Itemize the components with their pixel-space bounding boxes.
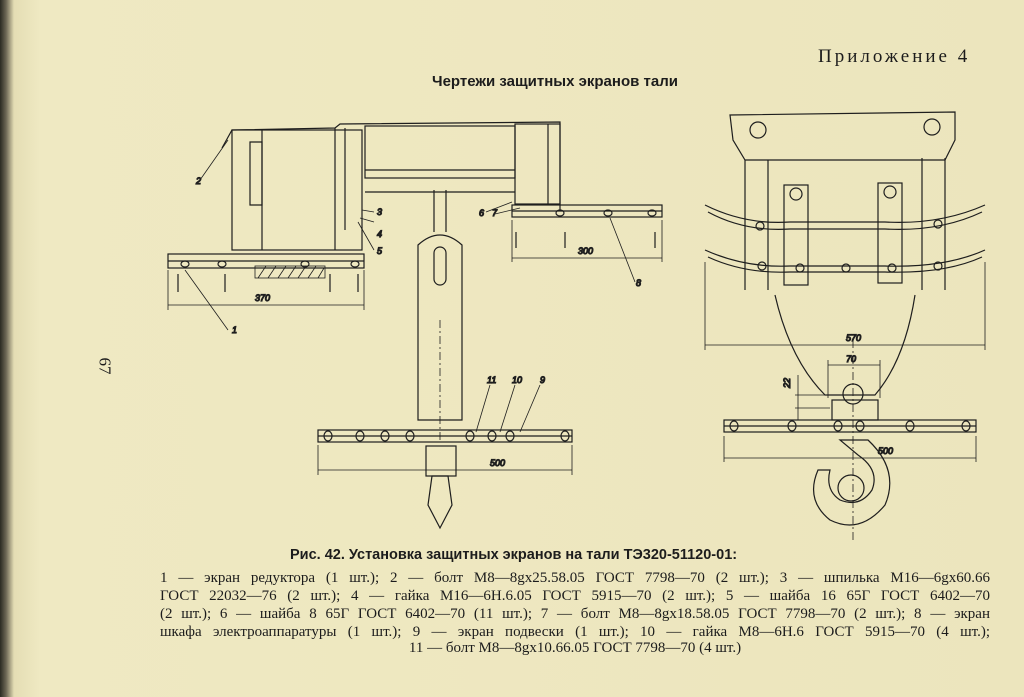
legend-line: шкафа электроаппаратуры (1 шт.); 9 — экр… [160, 624, 990, 640]
hook-block-body [774, 294, 916, 396]
callout-8: 8 [636, 278, 641, 288]
hoist-body-outline [221, 121, 561, 210]
bracket-pin [883, 185, 897, 199]
side-plates [744, 158, 946, 290]
bracket-right [877, 182, 903, 284]
lower-curved-screen [704, 249, 986, 273]
screen-holes [515, 209, 657, 248]
dimension-lines [704, 262, 986, 462]
gearbox-housing [231, 129, 363, 251]
hoist-front-view [704, 111, 986, 540]
callout-3: 3 [377, 207, 382, 217]
dimension-500-right: 500 [878, 446, 893, 456]
axle-right [923, 118, 941, 136]
dimension-500-left: 500 [490, 458, 505, 468]
hook-block [417, 234, 463, 421]
callout-leaders [184, 139, 636, 433]
callout-7: 7 [492, 208, 498, 218]
hook-nut [425, 445, 457, 477]
figure-caption: Рис. 42. Установка защитных экранов на т… [290, 547, 738, 563]
hatch-lines [257, 265, 325, 279]
suspension-rod [433, 190, 447, 232]
legend-line: ГОСТ 22032—76 (2 шт.); 4 — гайка М16—6Н.… [160, 588, 990, 604]
hook-shank [427, 475, 453, 530]
callout-5: 5 [377, 246, 383, 256]
callout-1: 1 [232, 325, 237, 335]
screen-holes [323, 430, 570, 442]
page-title: Чертежи защитных экранов тали [432, 73, 678, 90]
dimension-300: 300 [578, 246, 593, 256]
hook-eye [837, 474, 865, 502]
hoist-side-view [167, 121, 663, 530]
callout-4: 4 [377, 229, 382, 239]
appendix-label: Приложение 4 [818, 46, 971, 67]
dimension-370: 370 [255, 293, 270, 303]
callout-11: 11 [487, 375, 496, 385]
bracket-pin [789, 187, 803, 201]
axle-left [749, 121, 767, 139]
legend-line: 1 — экран редуктора (1 шт.); 2 — болт М8… [160, 570, 990, 586]
hatched-bracket [254, 265, 326, 279]
callout-2: 2 [195, 176, 201, 186]
dimension-22: 22 [782, 378, 792, 389]
motor-flange [249, 141, 263, 206]
block-nut [831, 399, 879, 421]
bracket-left [783, 184, 809, 286]
dimension-570: 570 [846, 333, 861, 343]
block-slot [433, 246, 447, 286]
legend-line: (2 шт.); 6 — шайба 8 65Г ГОСТ 6402—70 (1… [160, 606, 990, 622]
legend-line: 11 — болт М8—8gx10.66.05 ГОСТ 7798—70 (4… [408, 640, 742, 656]
electrical-cabinet [514, 123, 561, 205]
screen-holes [755, 219, 943, 273]
callout-10: 10 [512, 375, 522, 385]
hook [812, 439, 891, 526]
callout-9: 9 [540, 375, 545, 385]
screen-holes [177, 260, 360, 292]
dimension-70: 70 [846, 354, 856, 364]
callout-6: 6 [479, 208, 484, 218]
screen-holes [729, 420, 971, 432]
upper-curved-screen [704, 204, 986, 230]
dimension-lines [167, 220, 663, 475]
